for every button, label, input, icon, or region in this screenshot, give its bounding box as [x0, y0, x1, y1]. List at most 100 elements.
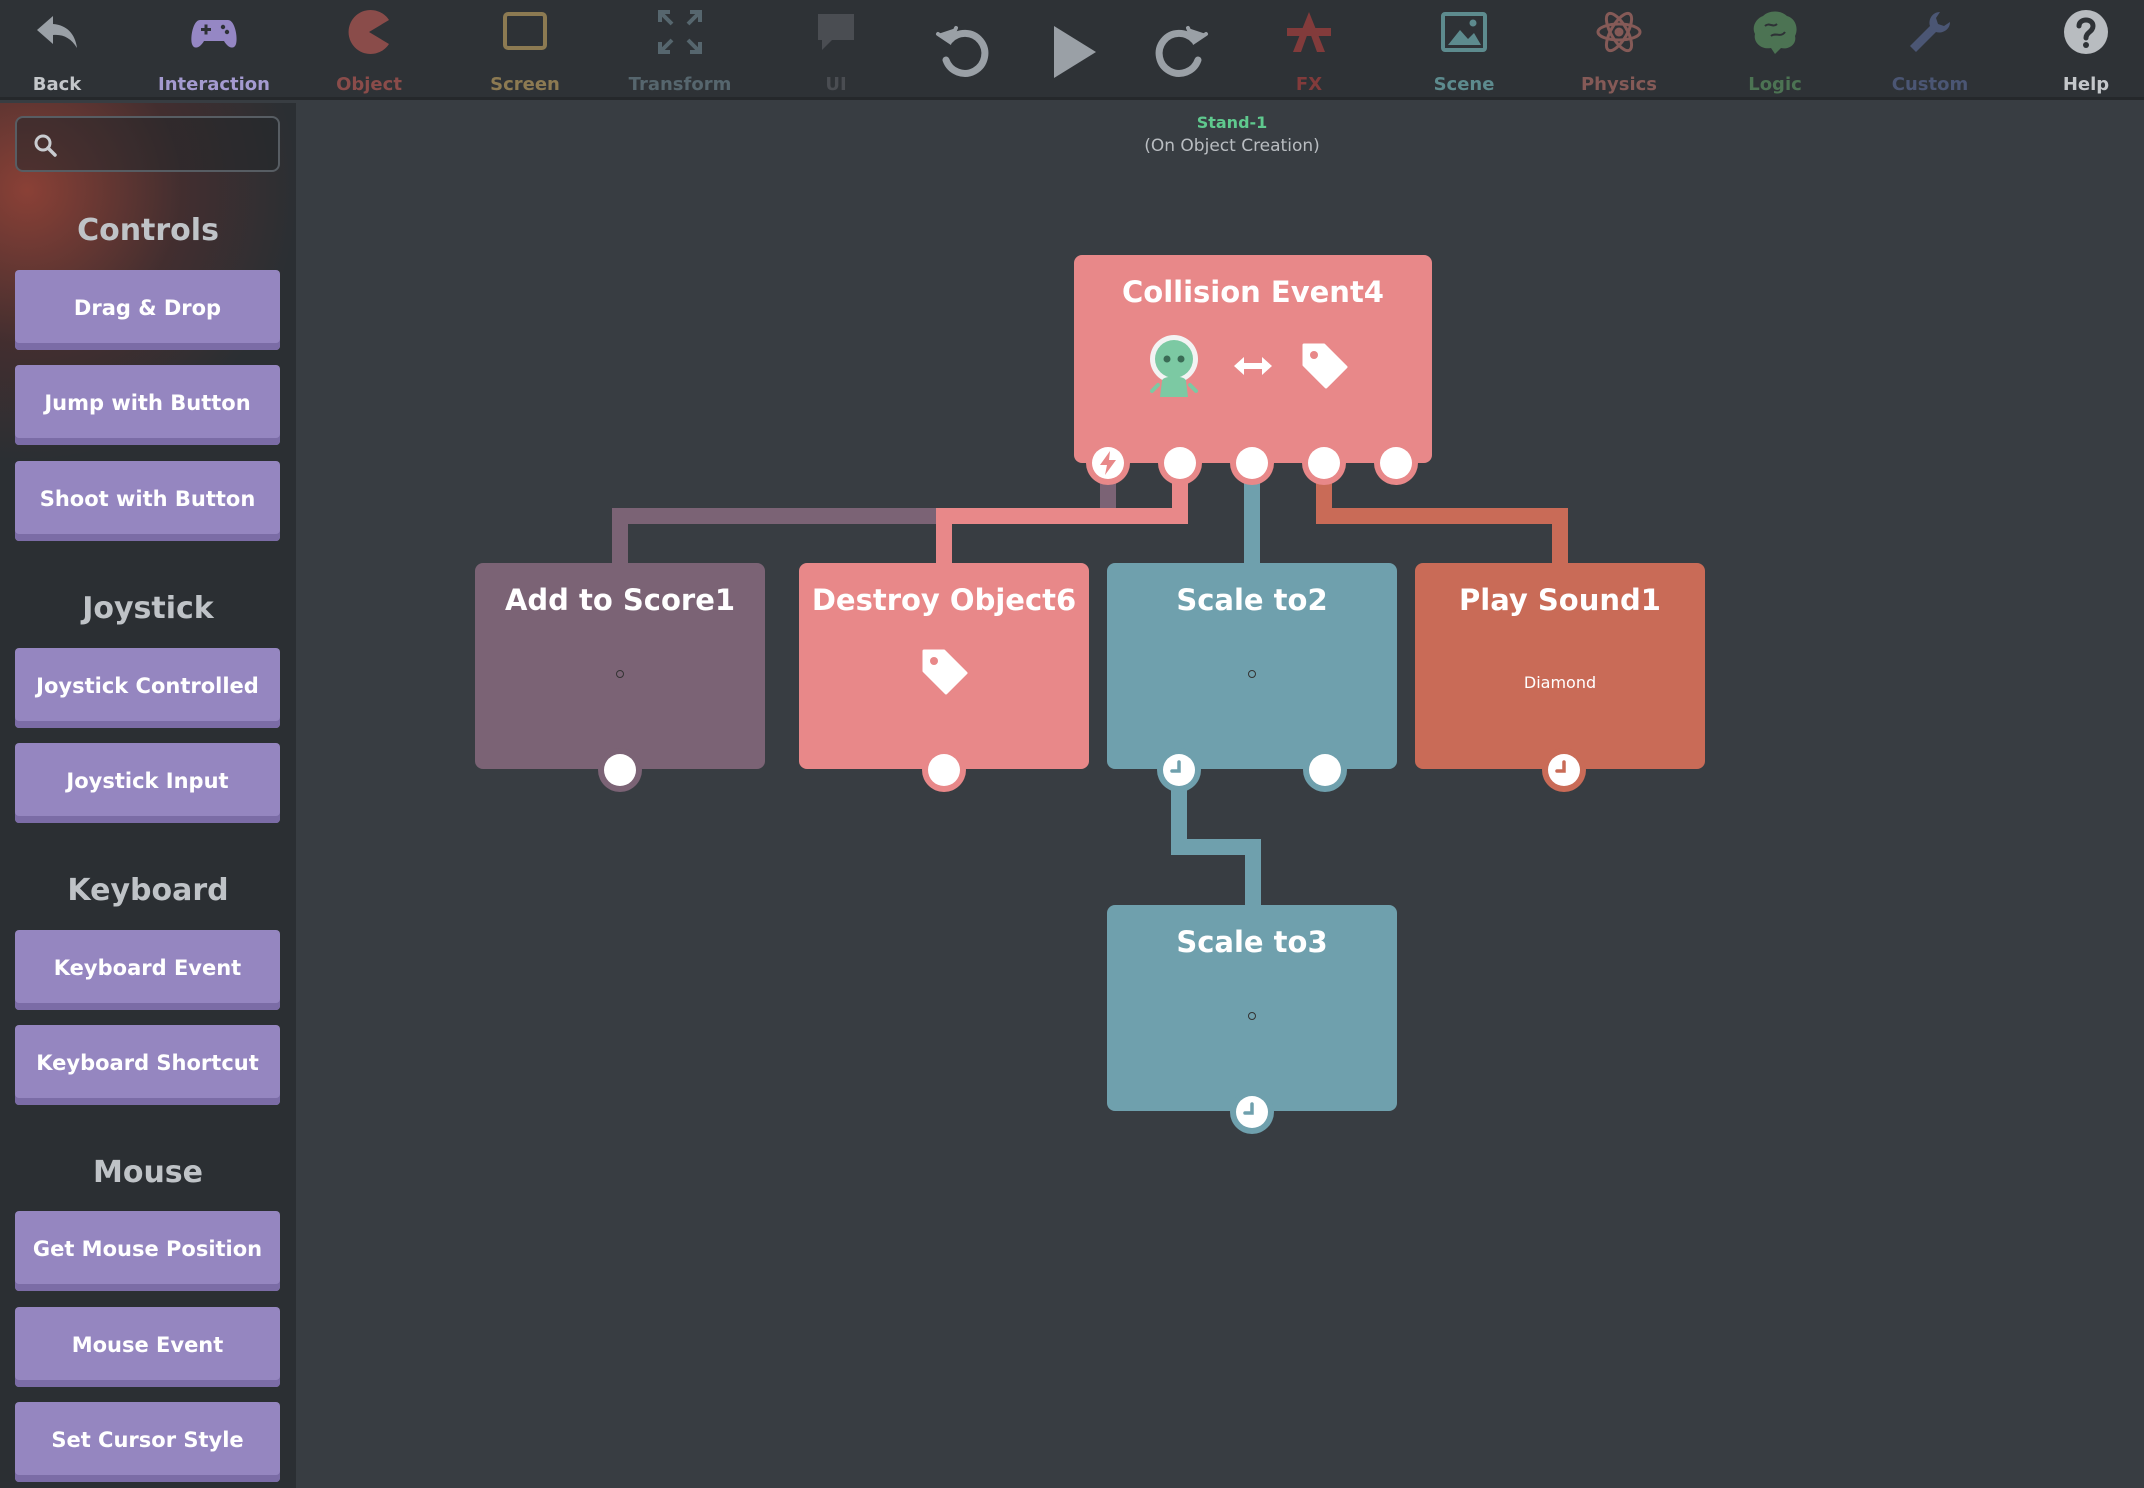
undo-icon	[936, 26, 989, 77]
tab-screen[interactable]: Screen	[455, 0, 595, 100]
behaviour-sidebar: Controls Drag & Drop Jump with Button Sh…	[0, 103, 296, 1488]
behaviour-canvas[interactable]: Stand-1 (On Object Creation) Collision E…	[296, 103, 2144, 1488]
node-settings-dot[interactable]	[1248, 1012, 1256, 1020]
play-button[interactable]	[1040, 20, 1104, 84]
landscape-image-icon	[1440, 8, 1488, 56]
ui-label: UI	[825, 74, 847, 95]
play-sound-title: Play Sound1	[1459, 583, 1661, 617]
canvas-header: Stand-1 (On Object Creation)	[1082, 113, 1382, 156]
atom-icon	[1595, 8, 1643, 56]
port-output-3[interactable]	[1302, 441, 1346, 485]
wire-to-destroy-object	[936, 461, 1188, 576]
port-output-2[interactable]	[1230, 441, 1274, 485]
expand-icon	[656, 8, 704, 56]
tab-logic[interactable]: Logic	[1705, 0, 1845, 100]
question-icon	[2062, 8, 2110, 56]
tab-interaction[interactable]: Interaction	[144, 0, 284, 100]
behaviour-keyboard-event-button[interactable]: Keyboard Event	[15, 930, 280, 1010]
port-scale-to2-timer[interactable]	[1157, 748, 1201, 792]
help-button[interactable]: Help	[2016, 0, 2144, 100]
behaviour-joystick-controlled-button[interactable]: Joystick Controlled	[15, 648, 280, 728]
behaviour-get-mouse-position-button[interactable]: Get Mouse Position	[15, 1211, 280, 1291]
section-controls: Controls	[77, 213, 219, 248]
behaviour-mouse-event-button[interactable]: Mouse Event	[15, 1307, 280, 1387]
back-label: Back	[32, 74, 82, 95]
behaviour-set-cursor-style-button[interactable]: Set Cursor Style	[15, 1402, 280, 1482]
pacman-icon	[345, 8, 393, 56]
port-trigger-lightning[interactable]	[1086, 441, 1130, 485]
wire-to-add-to-score	[612, 461, 1116, 576]
object-name: Stand-1	[1196, 113, 1268, 132]
screen-icon	[501, 8, 549, 56]
object-label: Object	[336, 74, 402, 95]
chat-bubble-icon	[812, 8, 860, 56]
node-play-sound[interactable]: Play Sound1 Diamond	[1415, 563, 1705, 792]
node-add-to-score[interactable]: Add to Score1	[475, 563, 765, 792]
section-keyboard: Keyboard	[67, 873, 229, 908]
node-scale-to2[interactable]: Scale to2	[1107, 563, 1397, 792]
tab-fx[interactable]: FX	[1239, 0, 1379, 100]
transform-label: Transform	[628, 74, 732, 95]
screen-label: Screen	[490, 74, 560, 95]
port-output-4[interactable]	[1374, 441, 1418, 485]
tab-scene[interactable]: Scene	[1394, 0, 1534, 100]
fx-icon	[1285, 8, 1333, 56]
destroy-object-title: Destroy Object6	[811, 583, 1077, 617]
tab-ui[interactable]: UI	[766, 0, 906, 100]
scale-to3-title: Scale to3	[1176, 925, 1328, 959]
interaction-label: Interaction	[158, 74, 270, 95]
section-mouse: Mouse	[92, 1155, 204, 1190]
tag-icon	[922, 649, 968, 695]
redo-icon	[1155, 26, 1208, 77]
gamepad-icon	[190, 8, 238, 56]
tab-transform[interactable]: Transform	[610, 0, 750, 100]
port-add-to-score-out[interactable]	[598, 748, 642, 792]
search-icon	[34, 134, 57, 157]
lightning-icon	[1100, 451, 1116, 475]
play-sound-subtitle: Diamond	[1523, 673, 1597, 692]
wrench-icon	[1906, 8, 1954, 56]
scale-to2-title: Scale to2	[1176, 583, 1328, 617]
tag-icon	[1302, 343, 1348, 389]
wire-to-play-sound	[1316, 461, 1568, 576]
wire-to-scale-to3	[1171, 770, 1261, 907]
node-settings-dot[interactable]	[616, 670, 624, 678]
play-icon	[1054, 26, 1096, 78]
clock-icon	[1555, 760, 1566, 773]
behaviour-drag-drop-button[interactable]: Drag & Drop	[15, 270, 280, 350]
clock-icon	[1170, 760, 1181, 773]
brain-icon	[1751, 8, 1799, 56]
node-collision-event[interactable]: Collision Event4	[1074, 255, 1432, 485]
logic-label: Logic	[1748, 74, 1802, 95]
clock-icon	[1243, 1102, 1254, 1115]
back-button[interactable]: Back	[0, 0, 127, 100]
custom-label: Custom	[1891, 74, 1969, 95]
alien-character-icon	[1150, 335, 1198, 397]
port-output-1[interactable]	[1158, 441, 1202, 485]
tab-object[interactable]: Object	[299, 0, 439, 100]
search-input[interactable]	[67, 126, 267, 164]
node-scale-to3[interactable]: Scale to3	[1107, 905, 1397, 1134]
behaviour-jump-with-button-button[interactable]: Jump with Button	[15, 365, 280, 445]
tab-physics[interactable]: Physics	[1549, 0, 1689, 100]
port-scale-to3-timer[interactable]	[1230, 1090, 1274, 1134]
behaviour-keyboard-shortcut-button[interactable]: Keyboard Shortcut	[15, 1025, 280, 1105]
trigger-label: (On Object Creation)	[1144, 136, 1320, 156]
behaviour-joystick-input-button[interactable]: Joystick Input	[15, 743, 280, 823]
behaviour-shoot-with-button-button[interactable]: Shoot with Button	[15, 461, 280, 541]
top-toolbar: Back Interaction Object Screen Transform	[0, 0, 2144, 100]
back-arrow-icon	[33, 8, 81, 56]
collision-event-title: Collision Event4	[1122, 275, 1384, 309]
tab-custom[interactable]: Custom	[1860, 0, 2000, 100]
search-box[interactable]	[15, 116, 280, 172]
port-play-sound-timer[interactable]	[1542, 748, 1586, 792]
connection-wires	[612, 461, 1568, 907]
double-arrow-icon	[1234, 357, 1272, 375]
node-settings-dot[interactable]	[1248, 670, 1256, 678]
port-destroy-object-out[interactable]	[922, 748, 966, 792]
help-label: Help	[2062, 74, 2110, 95]
undo-button[interactable]	[932, 20, 996, 84]
port-scale-to2-out[interactable]	[1303, 748, 1347, 792]
node-destroy-object[interactable]: Destroy Object6	[799, 563, 1089, 792]
redo-button[interactable]	[1148, 20, 1212, 84]
